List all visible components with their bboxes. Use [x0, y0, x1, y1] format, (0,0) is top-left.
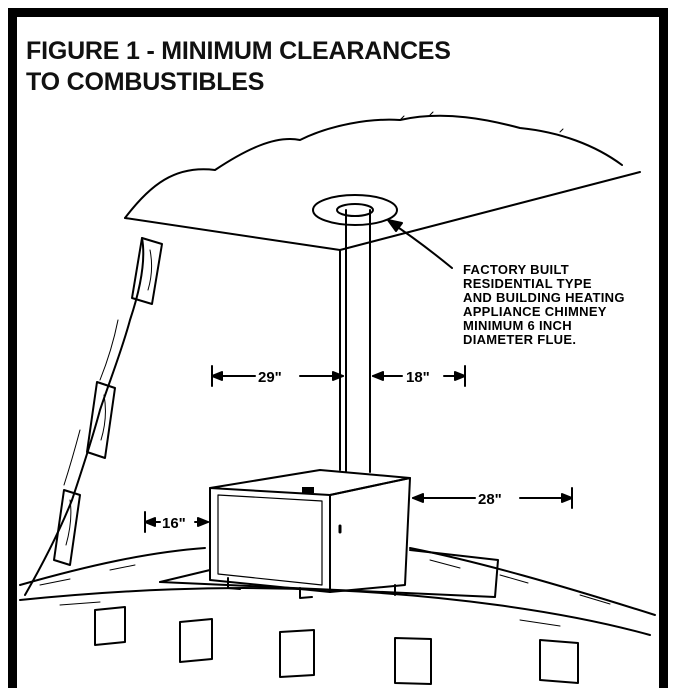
figure-title-line-2: TO COMBUSTIBLES — [26, 68, 265, 96]
figure-title: FIGURE 1 - MINIMUM CLEARANCES TO COMBUST… — [26, 36, 451, 98]
left-wall-texture — [63, 249, 153, 546]
callout-line-6: DIAMETER FLUE. — [463, 332, 576, 347]
dimension-label-18: 18" — [406, 369, 430, 386]
ceiling-hatch — [399, 111, 564, 133]
floor-joist-3 — [279, 629, 315, 678]
callout-arrowhead — [387, 219, 403, 232]
chimney-callout: FACTORY BUILT RESIDENTIAL TYPE AND BUILD… — [463, 262, 625, 347]
floor-texture — [39, 559, 611, 627]
flue-pipe — [345, 209, 371, 473]
floor-joist-1 — [94, 606, 126, 646]
left-wall-stud-3 — [53, 489, 81, 566]
dimension-29 — [211, 365, 344, 387]
left-wall-edge — [24, 237, 145, 596]
floor-back-edge — [19, 547, 206, 586]
dimension-18 — [372, 365, 466, 387]
hearth-pad — [159, 549, 499, 598]
ceiling-front-edge — [124, 171, 641, 251]
flue-collar — [312, 194, 398, 226]
floor-right-back-edge — [409, 547, 656, 616]
dimension-16 — [144, 511, 209, 533]
dimension-28 — [412, 487, 573, 509]
heater-side — [329, 477, 411, 593]
callout-line-4: APPLIANCE CHIMNEY — [463, 304, 607, 319]
figure-frame — [8, 8, 668, 688]
dimension-label-16: 16" — [162, 515, 186, 532]
left-wall-stud-1 — [131, 237, 163, 305]
dimension-label-28: 28" — [478, 491, 502, 508]
heater-badge — [302, 487, 314, 493]
callout-line-1: FACTORY BUILT — [463, 262, 569, 277]
left-wall-stud-2 — [86, 381, 116, 459]
callout-line-2: RESIDENTIAL TYPE — [463, 276, 592, 291]
floor-joist-4 — [394, 637, 432, 685]
ceiling-outline — [124, 114, 623, 219]
floor-joist-2 — [179, 618, 213, 663]
floor-front-edge — [19, 587, 651, 636]
heater-legs — [227, 577, 396, 599]
heater-front-trim — [217, 494, 323, 586]
hearth-pad-left — [159, 569, 211, 583]
callout-line-3: AND BUILDING HEATING — [463, 290, 625, 305]
heater-front — [209, 487, 331, 593]
figure-title-line-1: FIGURE 1 - MINIMUM CLEARANCES — [26, 37, 451, 65]
dimension-label-29: 29" — [258, 369, 282, 386]
floor-joist-5 — [539, 639, 579, 684]
flue-collar-inner — [336, 203, 374, 217]
callout-line-5: MINIMUM 6 INCH — [463, 318, 572, 333]
